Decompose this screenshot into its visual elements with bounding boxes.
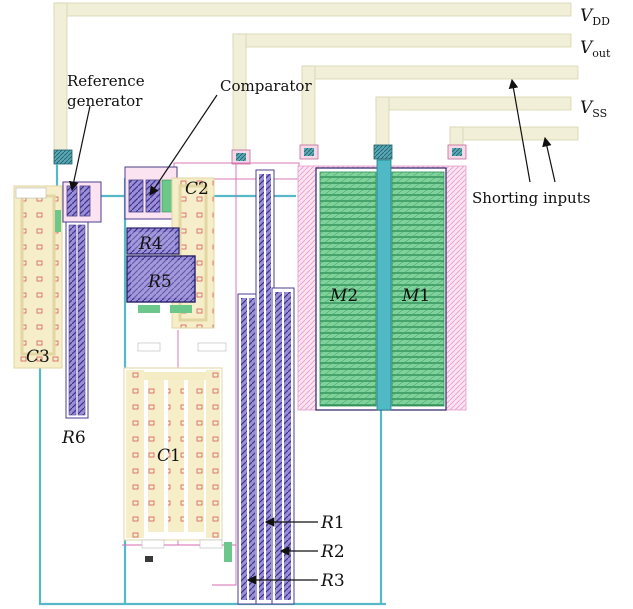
m2-label: M2 (329, 286, 358, 306)
shorting-arrow-2 (542, 136, 556, 183)
resistor-r3 (237, 293, 259, 605)
ref-gen-arrow (69, 105, 91, 192)
comparator-label: Comparator (220, 77, 312, 95)
resistor-r2 (271, 287, 295, 605)
comparator-arrow (149, 94, 218, 196)
resistor-r4 (126, 227, 180, 255)
callout-labels: Reference generator Comparator Shorting … (67, 72, 590, 207)
r4-label: R4 (138, 234, 163, 254)
m1-label: M1 (401, 286, 430, 306)
r3-label: R3 (320, 571, 345, 591)
rail-labels: VDD Vout VSS (580, 6, 611, 120)
capacitor-c3 (13, 185, 63, 369)
capacitor-c1 (123, 367, 232, 562)
transistor-m2 (319, 171, 377, 407)
rail-vss (375, 96, 572, 155)
small-tabs (137, 305, 227, 352)
rail-shorting-2 (449, 126, 579, 155)
rail-shorting-1 (301, 65, 579, 155)
component-labels: M2 M1 C1 C2 C3 R1 R2 R3 R4 R5 R6 (26, 179, 430, 591)
resistor-r1 (255, 169, 275, 605)
resistor-r5 (126, 255, 196, 303)
via-pads (53, 144, 467, 165)
shorting-arrow-1 (508, 78, 531, 183)
vdd-label: VDD (580, 6, 610, 28)
transistor-m1 (391, 171, 445, 407)
reference-label-line1: Reference (67, 72, 145, 90)
vout-label: Vout (580, 38, 611, 60)
vss-label: VSS (580, 98, 607, 120)
callout-arrows (69, 78, 556, 585)
r1-label: R1 (320, 513, 345, 533)
shorting-inputs-label: Shorting inputs (472, 189, 590, 207)
c1-label: C1 (157, 446, 181, 466)
rail-vout (232, 33, 572, 155)
reference-label-line2: generator (67, 92, 143, 110)
r6-label: R6 (61, 428, 86, 448)
c2-label: C2 (185, 179, 209, 199)
r5-label: R5 (147, 272, 172, 292)
c3-label: C3 (26, 347, 50, 367)
rail-vdd (53, 2, 572, 154)
resistor-r6 (65, 221, 89, 419)
center-strap (376, 159, 392, 411)
r2-label: R2 (320, 542, 345, 562)
